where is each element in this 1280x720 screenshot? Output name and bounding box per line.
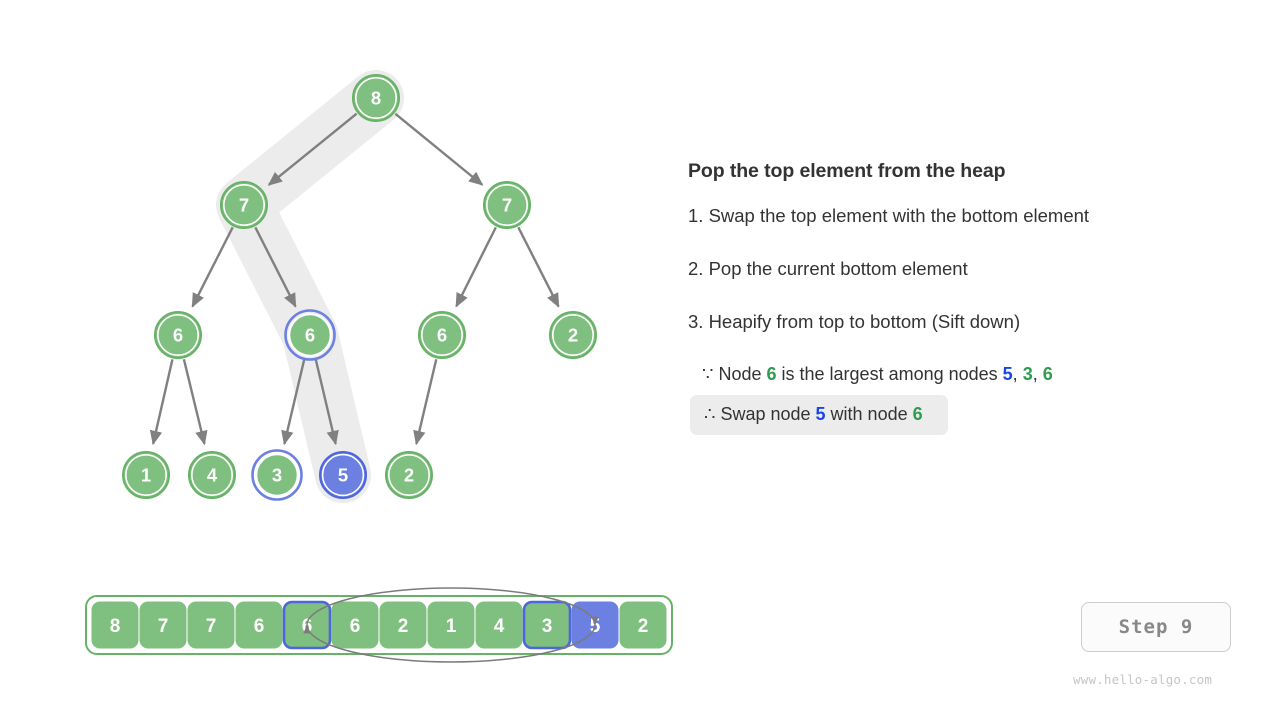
- therefore-symbol: ∴: [704, 404, 716, 424]
- conclusion-node-to: 6: [912, 404, 923, 424]
- tree-node: 6: [418, 311, 466, 359]
- array-cell: 3: [522, 600, 572, 650]
- highlight-path: [216, 70, 404, 503]
- reason-sep-b: ,: [1032, 364, 1043, 384]
- tree-node-value: 8: [371, 88, 381, 109]
- reason-sep-a: ,: [1012, 364, 1023, 384]
- tree-node: 8: [352, 74, 400, 122]
- conclusion-node-from: 5: [815, 404, 826, 424]
- tree-node-value: 7: [502, 195, 512, 216]
- tree-node-value: 6: [305, 325, 315, 346]
- step-item-3: 3. Heapify from top to bottom (Sift down…: [688, 311, 1021, 332]
- array-swap-arc: [303, 587, 599, 663]
- step-item-2: 2. Pop the current bottom element: [688, 258, 968, 279]
- array-cell-value: 7: [158, 616, 169, 637]
- array-cell: 7: [187, 601, 235, 649]
- tree-node: 4: [188, 451, 236, 499]
- tree-node-value: 5: [338, 465, 348, 486]
- array-cell: 8: [91, 601, 139, 649]
- array-cell: 6: [235, 601, 283, 649]
- tree-node-value: 4: [207, 465, 218, 486]
- reason-largest-node: 6: [766, 364, 777, 384]
- tree-node: 3: [251, 449, 303, 501]
- array-cell-value: 4: [494, 616, 505, 637]
- tree-node: 2: [385, 451, 433, 499]
- reason-pre: Node: [713, 364, 767, 384]
- tree-node-value: 3: [272, 465, 282, 486]
- tree-node: 2: [549, 311, 597, 359]
- tree-node-value: 2: [404, 465, 414, 486]
- tree-nodes: 8 7 7 6 6 6 2 1 4 3 5 2: [122, 74, 597, 501]
- tree-node-value: 1: [141, 465, 151, 486]
- array-cell: 1: [427, 601, 475, 649]
- reason-candidate-b: 3: [1022, 364, 1033, 384]
- array-cell-value: 1: [446, 616, 457, 637]
- array-cell-value: 6: [254, 616, 265, 637]
- tree-node-value: 6: [437, 325, 447, 346]
- conclusion-pre: Swap node: [715, 404, 816, 424]
- reason-candidate-a: 5: [1002, 364, 1013, 384]
- explanation-panel: Pop the top element from the heap 1. Swa…: [688, 160, 1248, 435]
- tree-node: 7: [483, 181, 531, 229]
- tree-node: 6: [154, 311, 202, 359]
- array-cell-value: 7: [206, 616, 217, 637]
- tree-node-value: 2: [568, 325, 578, 346]
- reason-candidate-c: 6: [1042, 364, 1053, 384]
- array-cell-value: 2: [638, 616, 649, 637]
- array-cell: 4: [475, 601, 523, 649]
- page-title: Pop the top element from the heap: [688, 160, 1006, 182]
- array-cell-value: 6: [350, 616, 361, 637]
- step-item-1: 1. Swap the top element with the bottom …: [688, 205, 1090, 226]
- conclusion-callout: ∴ Swap node 5 with node 6: [690, 395, 948, 435]
- array-cell-value: 2: [398, 616, 409, 637]
- status-badge: Step 9: [1081, 602, 1231, 652]
- watermark: www.hello-algo.com: [1073, 672, 1213, 687]
- array-cell: 7: [139, 601, 187, 649]
- tree-node-value: 6: [173, 325, 183, 346]
- because-symbol: ∵: [702, 364, 714, 384]
- array-cell: 6: [331, 601, 379, 649]
- tree-edges: [149, 112, 560, 446]
- reason-mid: is the largest among nodes: [776, 364, 1003, 384]
- tree-node-value: 7: [239, 195, 249, 216]
- array-cell-value: 8: [110, 616, 121, 637]
- array-cell: 2: [379, 601, 427, 649]
- tree-node: 5: [319, 451, 367, 499]
- tree-node: 1: [122, 451, 170, 499]
- array-cell-value: 3: [542, 616, 553, 637]
- conclusion-mid: with node: [825, 404, 913, 424]
- tree-node: 6: [284, 309, 336, 361]
- array-cell: 2: [619, 601, 667, 649]
- reason-line: ∵ Node 6 is the largest among nodes 5, 3…: [702, 364, 1248, 385]
- tree-node: 7: [220, 181, 268, 229]
